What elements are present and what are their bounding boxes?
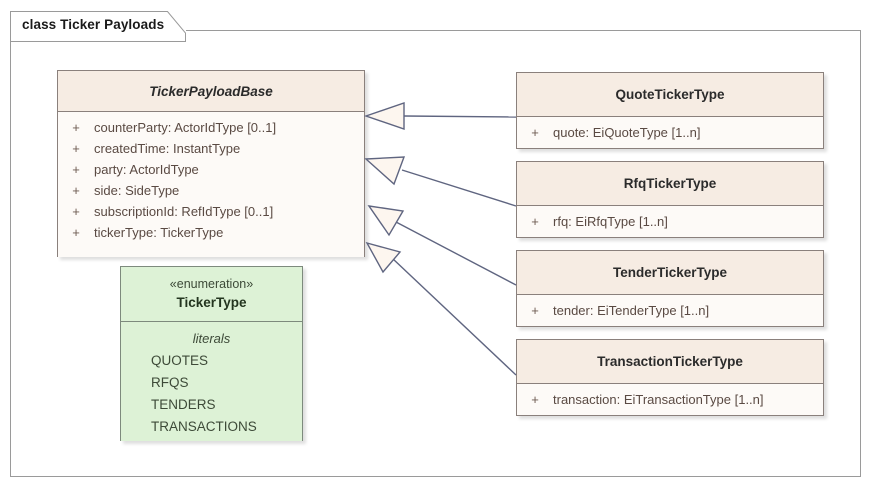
attribute-row: + transaction: EiTransactionType [1..n] [517,389,823,410]
attribute-row: + subscriptionId: RefIdType [0..1] [58,201,364,222]
enumeration-header: «enumeration» TickerType [121,267,302,322]
literals-label: literals [192,331,231,346]
attribute-row: + counterParty: ActorIdType [0..1] [58,117,364,138]
diagram-frame-tab: class Ticker Payloads [10,11,186,42]
class-header-tendertickertype: TenderTickerType [517,251,823,295]
attribute-signature: side: SideType [94,183,180,198]
class-header-tickerpayloadbase: TickerPayloadBase [58,71,364,112]
attribute-signature: counterParty: ActorIdType [0..1] [94,120,277,135]
attribute-signature: transaction: EiTransactionType [1..n] [553,392,764,407]
enumeration-literals: literals QUOTES RFQS TENDERS TRANSACTION… [121,322,302,441]
literal-item: TRANSACTIONS [151,419,257,434]
literal-item: TENDERS [151,397,216,412]
attribute-signature: rfq: EiRfqType [1..n] [553,214,668,229]
class-name-quotetickertype: QuoteTickerType [615,87,725,102]
class-header-rfqtickertype: RfqTickerType [517,162,823,206]
enumeration-box-tickertype[interactable]: «enumeration» TickerType literals QUOTES… [120,266,303,441]
attribute-visibility: + [72,120,80,135]
attribute-signature: createdTime: InstantType [94,141,241,156]
diagram-title: class Ticker Payloads [22,17,165,32]
attribute-visibility: + [531,125,539,140]
class-attributes-quotetickertype: + quote: EiQuoteType [1..n] [517,117,823,148]
enumeration-stereotype: «enumeration» [169,277,254,291]
attribute-visibility: + [531,392,539,407]
attribute-signature: quote: EiQuoteType [1..n] [553,125,701,140]
attribute-visibility: + [72,204,80,219]
attribute-row: + side: SideType [58,180,364,201]
literal-item: RFQS [151,375,189,390]
attribute-row: + tickerType: TickerType [58,222,364,243]
class-box-transactiontickertype[interactable]: TransactionTickerType + transaction: EiT… [516,339,824,416]
attribute-visibility: + [72,225,80,240]
class-name-transactiontickertype: TransactionTickerType [597,354,743,369]
class-box-quotetickertype[interactable]: QuoteTickerType + quote: EiQuoteType [1.… [516,72,824,149]
attribute-signature: subscriptionId: RefIdType [0..1] [94,204,274,219]
class-attributes-tendertickertype: + tender: EiTenderType [1..n] [517,295,823,326]
class-name-rfqtickertype: RfqTickerType [623,176,717,191]
frame-tab-shape [10,11,186,42]
attribute-visibility: + [531,214,539,229]
attribute-visibility: + [72,141,80,156]
class-header-quotetickertype: QuoteTickerType [517,73,823,117]
literal-item: QUOTES [151,353,209,368]
class-box-rfqtickertype[interactable]: RfqTickerType + rfq: EiRfqType [1..n] [516,161,824,238]
class-attributes-tickerpayloadbase: + counterParty: ActorIdType [0..1] + cre… [58,112,364,257]
class-header-transactiontickertype: TransactionTickerType [517,340,823,384]
attribute-visibility: + [72,183,80,198]
attribute-visibility: + [72,162,80,177]
class-attributes-transactiontickertype: + transaction: EiTransactionType [1..n] [517,384,823,415]
attribute-row: + createdTime: InstantType [58,138,364,159]
class-name-tendertickertype: TenderTickerType [612,265,728,280]
attribute-row: + quote: EiQuoteType [1..n] [517,122,823,143]
attribute-row: + party: ActorIdType [58,159,364,180]
class-name-tickerpayloadbase: TickerPayloadBase [149,83,273,99]
attribute-row: + rfq: EiRfqType [1..n] [517,211,823,232]
attribute-signature: party: ActorIdType [94,162,199,177]
enumeration-name: TickerType [176,295,247,310]
class-box-tickerpayloadbase[interactable]: TickerPayloadBase + counterParty: ActorI… [57,70,365,257]
attribute-signature: tickerType: TickerType [94,225,224,240]
attribute-visibility: + [531,303,539,318]
class-attributes-rfqtickertype: + rfq: EiRfqType [1..n] [517,206,823,237]
attribute-row: + tender: EiTenderType [1..n] [517,300,823,321]
attribute-signature: tender: EiTenderType [1..n] [553,303,710,318]
class-box-tendertickertype[interactable]: TenderTickerType + tender: EiTenderType … [516,250,824,327]
